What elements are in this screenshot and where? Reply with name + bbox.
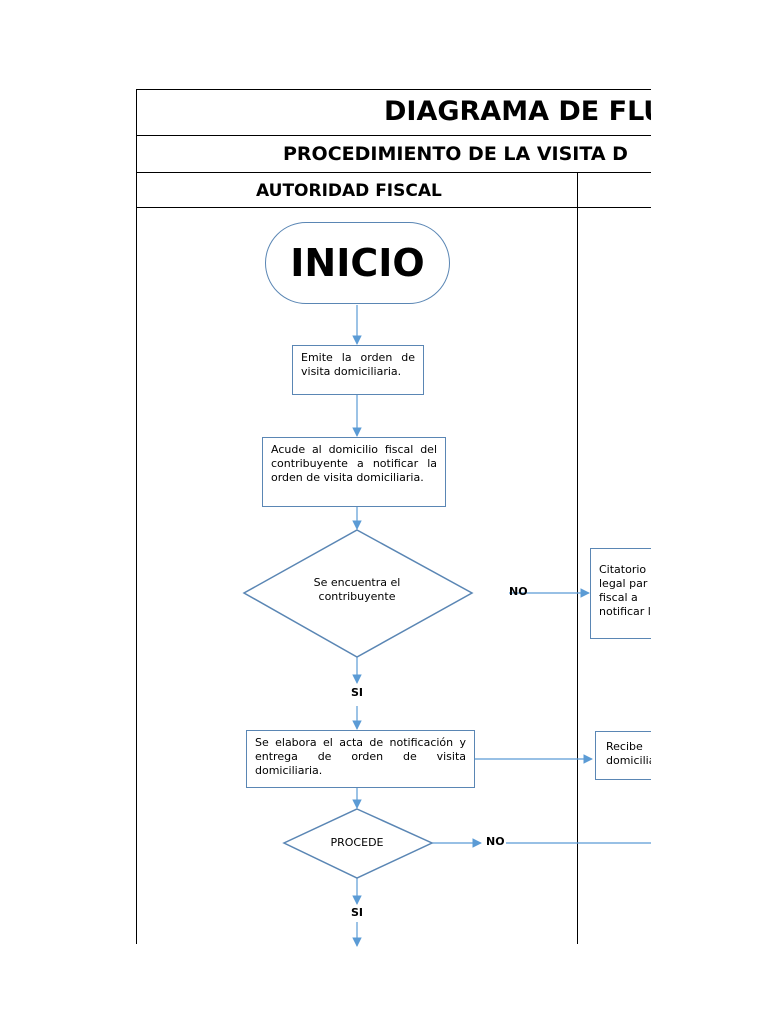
decision-diamond-contribuyente xyxy=(242,529,474,658)
page-crop-mask xyxy=(651,0,768,1024)
label-no-1: NO xyxy=(509,585,528,598)
label-no-2: NO xyxy=(486,835,505,848)
frame-top-line xyxy=(136,89,768,90)
recibe-line-2: domicilia xyxy=(606,754,656,767)
recibe-line-1: Recibe xyxy=(606,740,643,753)
frame-left-line xyxy=(136,89,137,944)
step-elabora-acta: Se elabora el acta de notificación y ent… xyxy=(246,730,475,788)
step-acude-domicilio: Acude al domicilio fiscal del contribuye… xyxy=(262,437,446,507)
decision-diamond-procede xyxy=(282,808,434,879)
lane-header-autoridad-fiscal: AUTORIDAD FISCAL xyxy=(256,181,442,201)
frame-title-divider xyxy=(136,135,768,136)
label-si-1: SI xyxy=(351,686,364,699)
citatorio-line-3: fiscal a xyxy=(599,591,638,604)
citatorio-line-1: Citatorio xyxy=(599,563,647,576)
decision-procede-text: PROCEDE xyxy=(330,836,384,849)
procedure-subtitle: PROCEDIMIENTO DE LA VISITA D xyxy=(283,143,628,165)
frame-lane-header-divider xyxy=(136,207,768,208)
step-emite-orden: Emite la orden de visita domiciliaria. xyxy=(292,345,424,395)
label-si-2: SI xyxy=(351,906,364,919)
decision-contribuyente-text: Se encuentra el contribuyente xyxy=(313,576,401,603)
citatorio-line-4: notificar l xyxy=(599,605,651,618)
diagram-title: DIAGRAMA DE FLU xyxy=(384,96,666,127)
citatorio-line-2: legal par xyxy=(599,577,648,590)
lane-divider xyxy=(577,172,578,944)
frame-subtitle-divider xyxy=(136,172,768,173)
start-terminator: INICIO xyxy=(265,222,450,304)
